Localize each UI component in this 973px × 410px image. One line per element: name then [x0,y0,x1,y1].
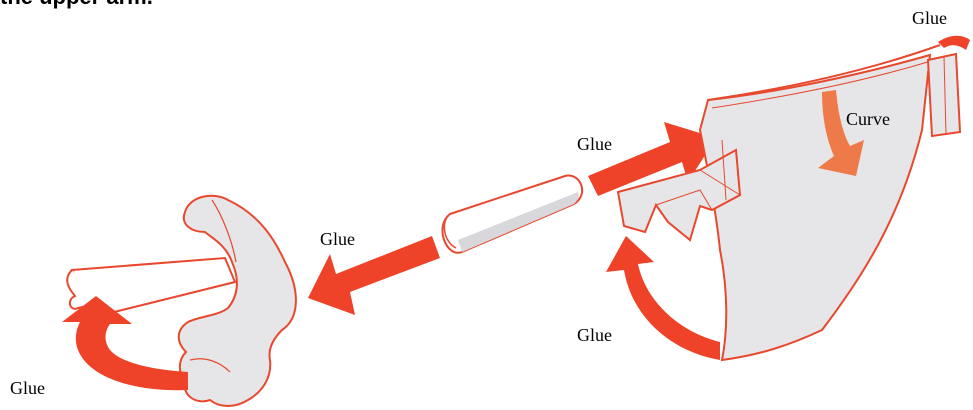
curve-label: Curve [846,109,890,129]
curved-arrow-bottom-left [62,296,188,391]
hand-body [177,194,297,407]
upper-arm-top-inner-edge [711,59,935,109]
glue-label-upper-middle: Glue [577,134,612,154]
lower-tab-fold-1 [655,189,713,211]
hand-piece [66,194,297,407]
hand-knuckle-line [211,199,237,263]
upper-arm-top-edge [707,44,941,101]
rod-shade [458,192,579,252]
arrow-to-hand [308,236,440,315]
arrow-top-right [938,35,970,50]
glue-label-left-middle: Glue [320,229,355,249]
upper-arm-piece [616,44,962,362]
curve-arrow [818,90,864,176]
glue-label-lower-middle: Glue [577,325,612,345]
arrow-to-upper-arm [588,122,716,196]
upper-arm-panel [698,53,932,362]
hand-thumb-outline [66,269,97,310]
rod-piece [441,174,584,254]
glue-label-bottom-left: Glue [10,378,45,398]
top-right-tab-fold [943,56,947,135]
rod-end-cap [443,213,457,249]
hand-finger-line [189,358,231,373]
lower-tabs [616,148,742,242]
lower-tab-fold-2 [699,169,741,196]
lower-tab-fold-3 [721,139,727,201]
top-right-tab [926,52,962,138]
instruction-title: the upper arm. [0,0,153,10]
curved-arrow-bottom-right [606,236,720,360]
glue-label-top-right: Glue [912,8,947,28]
